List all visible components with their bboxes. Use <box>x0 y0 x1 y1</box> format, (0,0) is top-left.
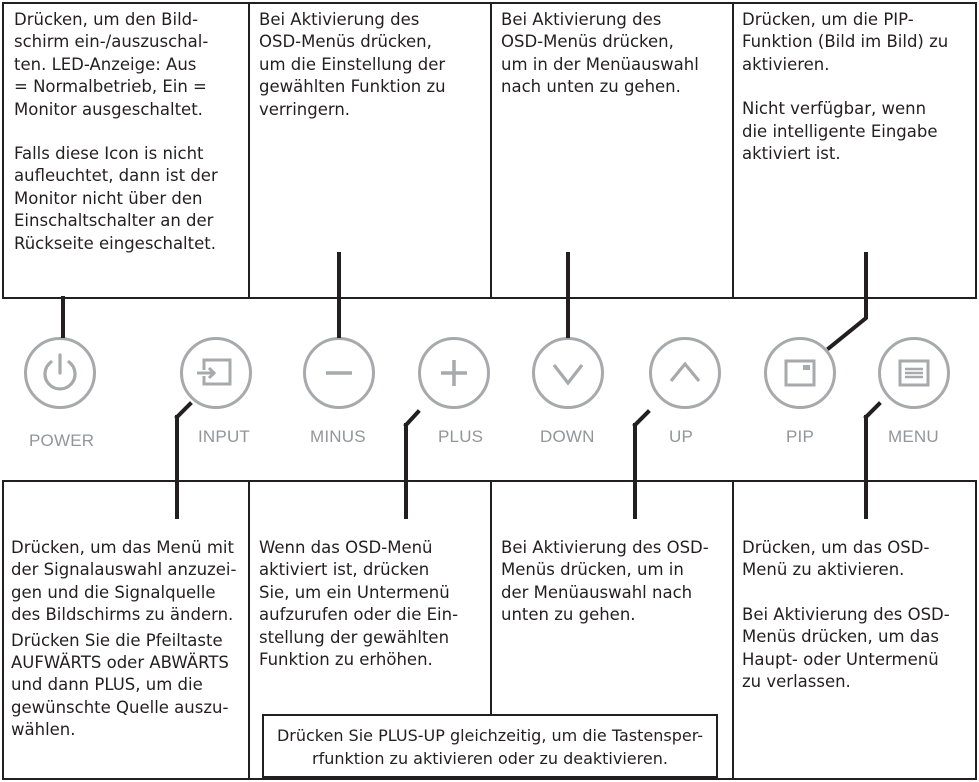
text-line: rfunktion zu aktivieren oder zu deaktivi… <box>312 749 668 768</box>
pip-icon <box>784 359 816 387</box>
text-line: Bei Aktivierung des OSD- <box>742 604 950 624</box>
text-line: Falls diese Icon is nicht <box>14 144 204 164</box>
minus-description-box <box>248 2 492 299</box>
text-line: aktivieren. <box>742 54 830 74</box>
down-description: Bei Aktivierung des OSD-Menüs drücken, u… <box>501 9 729 99</box>
up-description: Bei Aktivierung des OSD- Menüs drücken, … <box>501 537 729 627</box>
text-line: Sie, um ein Untermenü <box>259 582 450 602</box>
pip-description-box <box>732 2 977 299</box>
text-line: OSD-Menüs drücken, <box>259 32 432 52</box>
text-line: ten. LED-Anzeige: Aus <box>14 54 197 74</box>
text-line: gen und die Signalquelle <box>11 582 216 602</box>
text-line: und dann PLUS, um die <box>11 675 203 695</box>
text-line: AUFWÄRTS oder ABWÄRTS <box>11 653 229 673</box>
text-line: Rückseite eingeschaltet. <box>14 233 216 253</box>
down-label: DOWN <box>540 427 595 446</box>
text-line: aufzurufen oder die Ein- <box>259 605 459 625</box>
up-label: UP <box>669 427 694 446</box>
input-button[interactable] <box>180 337 252 409</box>
power-icon <box>43 353 77 391</box>
text-line: OSD-Menüs drücken, <box>501 32 674 52</box>
text-line: Funktion zu erhöhen. <box>259 650 433 670</box>
text-line: um die Einstellung der <box>259 54 446 74</box>
text-line: Drücken, um das Menü mit <box>11 538 234 557</box>
text-line: Monitor ausgeschaltet. <box>14 99 203 119</box>
text-line: um in der Menüauswahl <box>501 54 699 74</box>
up-leader-tip <box>632 409 651 428</box>
plus-icon <box>441 360 467 386</box>
key-lock-note-text: Drücken Sie PLUS-UP gleichzeitig, um die… <box>264 724 716 770</box>
input-description-box <box>2 480 250 780</box>
text-line: die intelligente Eingabe <box>742 121 938 141</box>
text-line: Drücken Sie die Pfeiltaste <box>11 630 223 650</box>
menu-label: MENU <box>888 427 939 446</box>
plus-button[interactable] <box>418 337 490 409</box>
pip-button[interactable] <box>764 337 836 409</box>
text-line: Drücken Sie PLUS-UP gleichzeitig, um die… <box>276 726 704 745</box>
text-line: Einschaltschalter an der <box>14 211 214 231</box>
input-label: INPUT <box>198 427 250 446</box>
text-line: Drücken, um das OSD- <box>742 538 930 557</box>
text-line: verringern. <box>259 99 351 119</box>
text-line: der Signalauswahl anzuzei- <box>11 560 237 580</box>
text-line: = Normalbetrieb, Ein = <box>14 77 207 97</box>
text-line: des Bildschirms zu ändern. <box>11 605 234 625</box>
chevron-down-icon <box>552 364 584 386</box>
text-line: Bei Aktivierung des <box>501 10 662 29</box>
chevron-up-icon <box>669 361 701 383</box>
text-line: Bei Aktivierung des OSD- <box>501 538 709 557</box>
plus-leader-tip <box>403 409 421 428</box>
down-description-box <box>490 2 734 299</box>
menu-leader-tip <box>863 401 882 420</box>
text-line: unten zu gehen. <box>501 605 636 625</box>
menu-icon <box>898 359 930 387</box>
up-button[interactable] <box>649 337 721 409</box>
text-line: Wenn das OSD-Menü <box>259 538 433 557</box>
pip-description: Drücken, um die PIP- Funktion (Bild im B… <box>742 9 974 165</box>
text-line: der Menüauswahl nach <box>501 582 693 602</box>
text-line: stellung der gewählten <box>259 627 450 647</box>
text-line: aufleuchtet, dann ist der <box>14 166 218 186</box>
text-line: aktiviert ist, drücken <box>259 560 430 580</box>
menu-button[interactable] <box>878 337 950 409</box>
text-line: aktiviert ist. <box>742 144 841 164</box>
text-line: wählen. <box>11 720 76 740</box>
power-description-box <box>2 2 250 299</box>
text-line: zu verlassen. <box>742 672 851 692</box>
text-line: gewünschte Quelle auszu- <box>11 697 229 717</box>
power-description: Drücken, um den Bild- schirm ein-/auszus… <box>14 9 246 255</box>
text-line: Menüs drücken, um in <box>501 560 684 580</box>
text-line: Nicht verfügbar, wenn <box>742 99 927 119</box>
pip-label: PIP <box>786 427 815 446</box>
power-button[interactable] <box>24 337 96 409</box>
minus-label: MINUS <box>310 427 366 446</box>
power-label: POWER <box>29 431 95 450</box>
text-line: Drücken, um die PIP- <box>742 10 914 29</box>
text-line: Monitor nicht über den <box>14 188 203 208</box>
minus-description: Bei Aktivierung des OSD-Menüs drücken, u… <box>259 9 487 121</box>
minus-icon <box>326 371 352 375</box>
key-lock-note: Drücken Sie PLUS-UP gleichzeitig, um die… <box>262 714 718 778</box>
text-line: Menü zu aktivieren. <box>742 560 905 580</box>
text-line: Drücken, um den Bild- <box>14 10 199 29</box>
text-line: schirm ein-/auszuschal- <box>14 32 209 52</box>
input-description: Drücken, um das Menü mit der Signalauswa… <box>11 537 247 742</box>
text-line: Bei Aktivierung des <box>259 10 420 29</box>
plus-description: Wenn das OSD-Menü aktiviert ist, drücken… <box>259 537 487 671</box>
plus-label: PLUS <box>438 427 484 446</box>
text-line: Funktion (Bild im Bild) zu <box>742 32 949 52</box>
text-line: nach unten zu gehen. <box>501 77 681 97</box>
down-button[interactable] <box>532 337 604 409</box>
minus-button[interactable] <box>303 337 375 409</box>
menu-description: Drücken, um das OSD- Menü zu aktivieren.… <box>742 537 974 693</box>
input-icon <box>197 358 232 386</box>
text-line: gewählten Funktion zu <box>259 77 446 97</box>
menu-description-box <box>732 480 977 780</box>
text-line: Haupt- oder Untermenü <box>742 649 939 669</box>
text-line: Menüs drücken, um das <box>742 627 939 647</box>
